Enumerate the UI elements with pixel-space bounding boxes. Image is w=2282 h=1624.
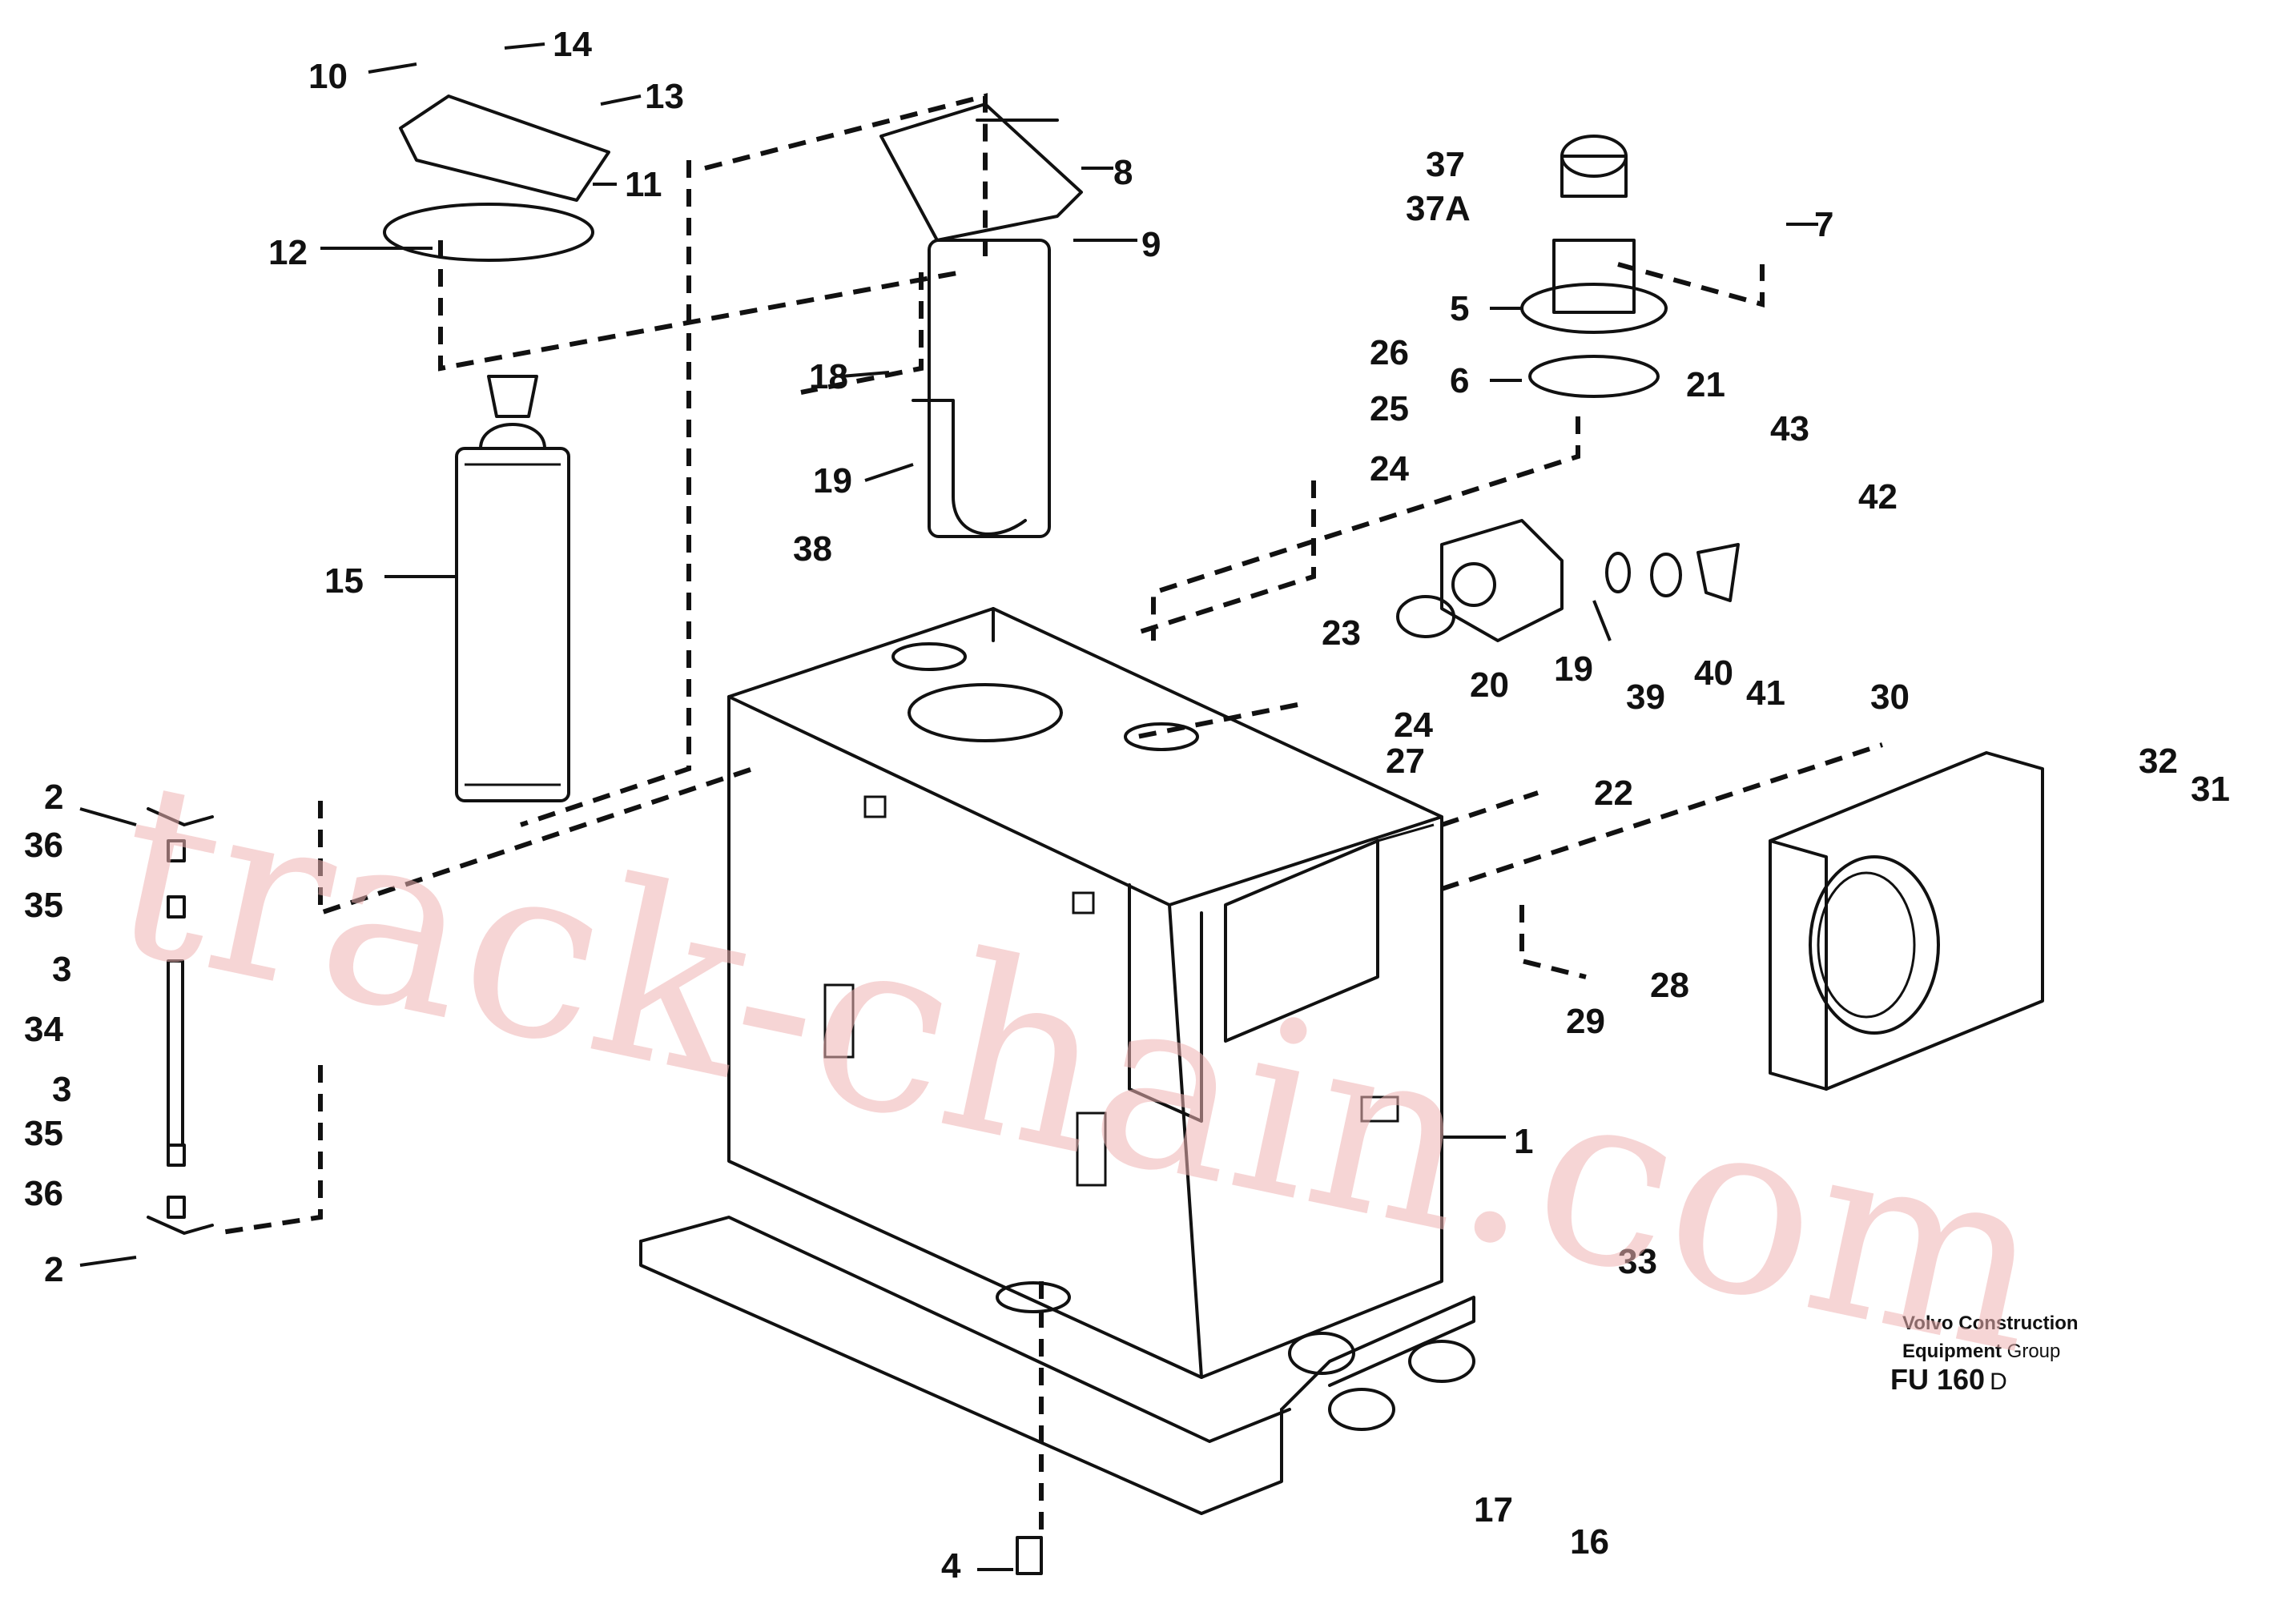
- callout-7: 7: [1814, 205, 1833, 244]
- callout-9: 9: [1141, 225, 1161, 264]
- callout-labels: 1 2 2 3 3 4 5 6 7 8 9 10 11 12 13 14 15 …: [24, 25, 2230, 1586]
- valve-block: [1396, 519, 1740, 642]
- callout-35-bottom: 35: [24, 1114, 63, 1153]
- callout-42: 42: [1858, 477, 1898, 517]
- callout-28: 28: [1650, 966, 1689, 1005]
- credit-line-1: Volvo Construction: [1902, 1312, 2079, 1334]
- callout-31: 31: [2191, 770, 2230, 809]
- callout-37a: 37A: [1406, 189, 1471, 228]
- callout-17: 17: [1474, 1490, 1513, 1530]
- callout-30: 30: [1870, 677, 1910, 717]
- callout-41: 41: [1746, 673, 1785, 713]
- callout-2-bottom: 2: [44, 1250, 63, 1289]
- callout-11: 11: [625, 165, 662, 204]
- callout-4: 4: [941, 1546, 961, 1586]
- callout-24-lower: 24: [1394, 705, 1433, 745]
- callout-32: 32: [2139, 742, 2178, 781]
- callout-33: 33: [1618, 1242, 1657, 1281]
- callout-19-lower: 19: [1554, 649, 1593, 689]
- callout-15: 15: [324, 561, 364, 601]
- level-gauge: [147, 807, 1043, 1575]
- callout-12: 12: [268, 233, 308, 272]
- publisher-credit: Volvo Construction Equipment Group FU 16…: [1890, 1312, 2079, 1396]
- callout-20: 20: [1470, 665, 1509, 705]
- callout-2-top: 2: [44, 778, 63, 817]
- callout-8: 8: [1113, 153, 1133, 192]
- callout-18: 18: [809, 357, 848, 396]
- leader-lines: [79, 42, 1818, 1571]
- credit-line-2: Equipment Group: [1902, 1341, 2060, 1362]
- callout-25: 25: [1370, 389, 1409, 428]
- callout-29: 29: [1566, 1002, 1605, 1041]
- callout-3-bottom: 3: [52, 1070, 71, 1109]
- callout-36-bottom: 36: [24, 1174, 63, 1213]
- callout-37: 37: [1426, 145, 1465, 184]
- callout-23: 23: [1322, 613, 1361, 653]
- callout-39: 39: [1626, 677, 1665, 717]
- callout-27: 27: [1386, 742, 1425, 781]
- callout-26: 26: [1370, 333, 1409, 372]
- suction-flange: [1769, 751, 2044, 1091]
- hydraulic-tank: [639, 607, 1475, 1515]
- callout-36-top: 36: [24, 826, 63, 865]
- callout-3-top: 3: [52, 950, 71, 989]
- callout-22: 22: [1594, 774, 1633, 813]
- callout-10: 10: [308, 57, 348, 96]
- callout-40: 40: [1694, 653, 1733, 693]
- assembly-lines: [215, 93, 1883, 1538]
- filter-assembly: [383, 94, 1083, 802]
- callout-1: 1: [1514, 1122, 1533, 1161]
- callout-35-top: 35: [24, 886, 63, 925]
- callout-34: 34: [24, 1010, 63, 1049]
- callout-19-upper: 19: [813, 461, 852, 500]
- callout-43: 43: [1770, 409, 1809, 448]
- breather-assembly: [1520, 135, 1668, 398]
- callout-5: 5: [1450, 289, 1469, 328]
- callout-24-upper: 24: [1370, 449, 1409, 488]
- callout-16: 16: [1570, 1522, 1609, 1562]
- callout-14: 14: [553, 25, 592, 64]
- callout-13: 13: [645, 77, 684, 116]
- callout-6: 6: [1450, 361, 1469, 400]
- callout-38: 38: [793, 529, 832, 569]
- callout-21: 21: [1686, 365, 1725, 404]
